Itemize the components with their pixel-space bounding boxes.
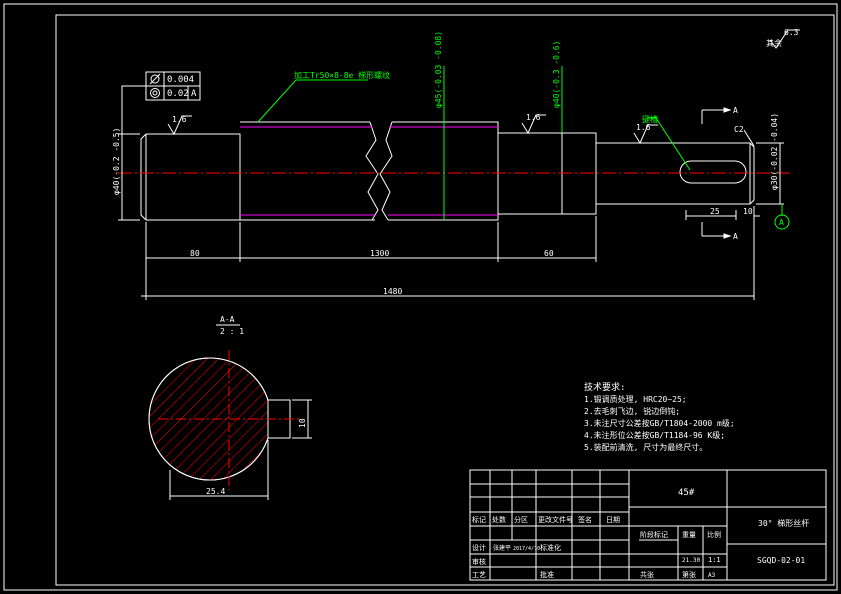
svg-text:分区: 分区: [514, 515, 528, 524]
coaxiality-icon: [150, 88, 160, 98]
svg-text:日期: 日期: [606, 516, 620, 524]
svg-text:φ40(-0.3 -0.6): φ40(-0.3 -0.6): [552, 41, 561, 108]
svg-text:1:1: 1:1: [708, 556, 721, 564]
svg-text:A3: A3: [708, 572, 716, 579]
svg-text:30° 梯形丝杆: 30° 梯形丝杆: [758, 518, 809, 528]
svg-text:1.锻调质处理, HRC20~25;: 1.锻调质处理, HRC20~25;: [584, 394, 687, 404]
svg-text:6.3: 6.3: [784, 28, 799, 37]
total-length-dim: 1480: [383, 287, 402, 296]
svg-text:2017/4/10: 2017/4/10: [513, 546, 540, 552]
tech-requirements: 技术要求: 1.锻调质处理, HRC20~25; 2.去毛刺飞边, 锐边倒钝; …: [584, 381, 735, 452]
inner-frame: [55, 14, 835, 586]
svg-text:5.装配前清洗, 尺寸为最终尺寸。: 5.装配前清洗, 尺寸为最终尺寸。: [584, 442, 707, 452]
roughness-mark-mid: 1.6: [521, 113, 546, 135]
svg-text:0.004: 0.004: [167, 75, 194, 85]
svg-text:45#: 45#: [678, 488, 695, 498]
svg-text:0.02: 0.02: [167, 89, 189, 99]
section-width-dim: 25.4: [206, 487, 225, 496]
svg-text:1.6: 1.6: [172, 115, 187, 124]
mid-length-dim: 1300: [370, 249, 389, 258]
thread-lines: [240, 126, 498, 216]
svg-text:张建平: 张建平: [493, 544, 511, 552]
right-length-dim: 60: [544, 249, 554, 258]
outer-frame: [3, 3, 838, 591]
section-cut-marks: [701, 107, 732, 239]
svg-text:φ45(-0.03 -0.08): φ45(-0.03 -0.08): [434, 31, 443, 108]
svg-text:处数: 处数: [492, 515, 506, 524]
thread-note: 加工Tr50×8-8e 梯形螺纹: [257, 70, 390, 123]
svg-text:标记: 标记: [472, 515, 486, 524]
svg-text:加工Tr50×8-8e 梯形螺纹: 加工Tr50×8-8e 梯形螺纹: [294, 70, 390, 80]
svg-text:C2: C2: [734, 125, 744, 134]
dia-right-label: φ30(-0.02 -0.04): [756, 113, 784, 205]
roughness-symbol: 6.3 其余: [766, 28, 800, 49]
svg-text:比例: 比例: [707, 530, 721, 539]
section-mark-top: A: [733, 106, 738, 115]
svg-text:1.6: 1.6: [526, 113, 541, 122]
section-view: [148, 350, 312, 500]
svg-text:SGQD-02-01: SGQD-02-01: [757, 556, 805, 565]
svg-text:φ40(-0.2 -0.5): φ40(-0.2 -0.5): [112, 128, 121, 195]
svg-text:φ30(-0.02 -0.04): φ30(-0.02 -0.04): [770, 113, 779, 190]
chamfer-note: C2: [734, 125, 755, 147]
svg-text:工艺: 工艺: [472, 571, 486, 579]
svg-text:共张: 共张: [640, 570, 654, 579]
svg-text:标准化: 标准化: [540, 543, 561, 552]
title-block-text: 标记 处数 分区 更改文件号 签名 日期 设计 张建平 2017/4/10 标准…: [472, 488, 809, 579]
cylindricity-icon: [149, 73, 161, 85]
keyway-slot: [679, 160, 747, 184]
datum-symbol: A: [774, 204, 790, 230]
key-end-dim: 10: [743, 207, 753, 216]
svg-text:审核: 审核: [472, 557, 486, 566]
section-scale: 2 : 1: [220, 327, 244, 336]
svg-text:3.未注尺寸公差按GB/T1804-2000 m级;: 3.未注尺寸公差按GB/T1804-2000 m级;: [584, 418, 735, 428]
dia-mid1-label: φ45(-0.03 -0.08): [434, 31, 445, 220]
left-length-dim: 80: [190, 249, 200, 258]
svg-text:键槽: 键槽: [642, 114, 658, 124]
dia-mid2-label: φ40(-0.3 -0.6): [552, 41, 563, 133]
svg-text:设计: 设计: [472, 543, 486, 552]
svg-text:批准: 批准: [540, 570, 554, 579]
key-dimensions: [685, 210, 760, 220]
svg-text:第张: 第张: [682, 570, 696, 579]
svg-text:A: A: [191, 89, 197, 99]
svg-text:2.去毛刺飞边, 锐边倒钝;: 2.去毛刺飞边, 锐边倒钝;: [584, 406, 680, 416]
length-dims: [141, 206, 755, 300]
tolerance-frame: 0.004 0.02 A: [121, 71, 201, 134]
section-title: A-A: [220, 315, 235, 324]
section-mark-bottom: A: [733, 232, 738, 241]
svg-text:1.6: 1.6: [636, 123, 651, 132]
title-block: [469, 469, 827, 581]
section-key-dim: 10: [298, 418, 307, 428]
svg-text:技术要求:: 技术要求:: [584, 381, 625, 393]
svg-text:签名: 签名: [578, 515, 592, 524]
svg-text:A: A: [779, 218, 784, 227]
svg-text:21.30: 21.30: [682, 557, 700, 564]
svg-text:阶段标记: 阶段标记: [640, 530, 668, 539]
roughness-mark-left: 1.6: [167, 115, 192, 136]
dia-left-label: φ40(-0.2 -0.5): [112, 128, 140, 221]
svg-text:其余: 其余: [766, 38, 782, 48]
keyway-note: 键槽: [642, 114, 691, 171]
key-length-dim: 25: [710, 207, 720, 216]
shaft-outline: [140, 121, 755, 221]
svg-text:更改文件号: 更改文件号: [538, 515, 573, 524]
svg-text:重量: 重量: [682, 531, 696, 539]
roughness-mark-right: 1.6: [633, 123, 658, 145]
svg-text:4.未注形位公差按GB/T1184-96 K级;: 4.未注形位公差按GB/T1184-96 K级;: [584, 430, 725, 440]
